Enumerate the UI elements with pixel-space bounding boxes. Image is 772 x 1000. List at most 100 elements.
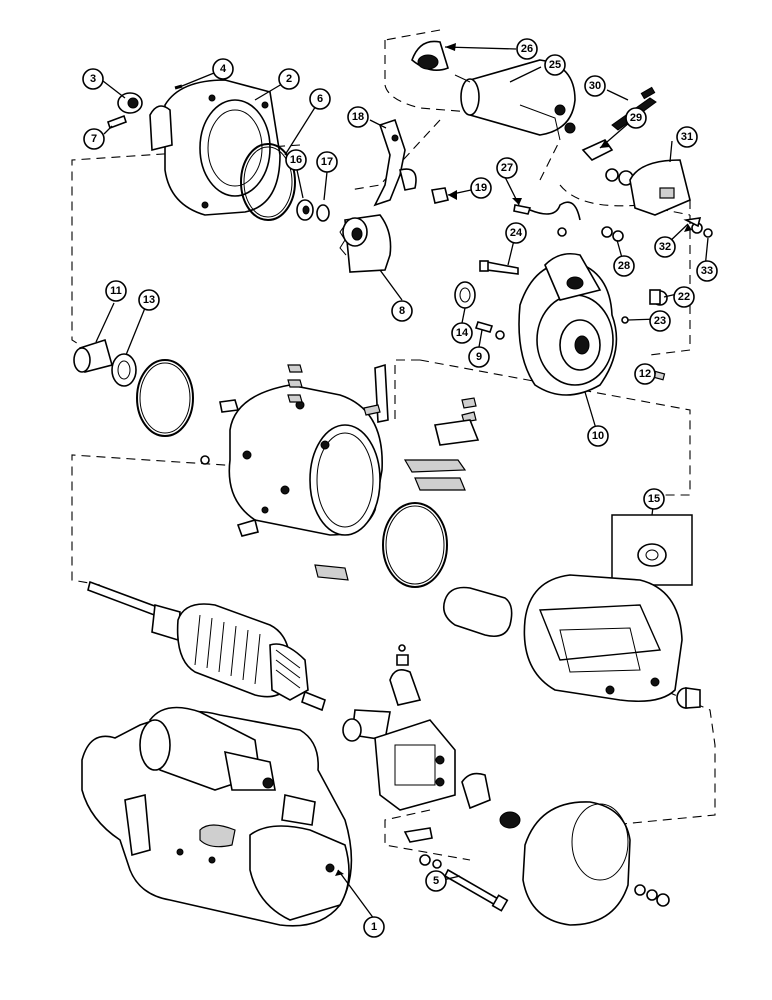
brush-holder-assembly [342, 644, 456, 811]
callout-25: 25 [544, 54, 566, 76]
callout-22: 22 [673, 286, 695, 308]
part-28-nuts [601, 226, 624, 242]
part-32-33-hardware [683, 217, 713, 238]
callout-label: 23 [654, 315, 666, 327]
callout-label: 17 [321, 156, 333, 168]
callout-15: 15 [643, 488, 665, 510]
callout-16: 16 [285, 149, 307, 171]
callout-label: 25 [549, 59, 561, 71]
part-2-drive-end-housing [149, 79, 281, 216]
part-26-boot [411, 40, 449, 71]
callout-18: 18 [347, 106, 369, 128]
callout-label: 24 [510, 227, 523, 239]
bushing-right [676, 687, 701, 709]
part-15-inset [611, 514, 693, 586]
part-17-snap-ring [316, 204, 330, 222]
callout-32: 32 [654, 236, 676, 258]
callout-29: 29 [625, 107, 647, 129]
callout-label: 10 [592, 430, 604, 442]
callout-label: 27 [501, 162, 513, 174]
callout-26: 26 [516, 38, 538, 60]
callout-label: 1 [371, 921, 377, 933]
callout-31: 31 [676, 126, 698, 148]
part-7-screw [106, 114, 128, 130]
part-31-cover [629, 159, 691, 216]
callout-10: 10 [587, 425, 609, 447]
callout-13: 13 [138, 289, 160, 311]
callout-8: 8 [391, 300, 413, 322]
callout-label: 16 [290, 154, 302, 166]
callout-label: 6 [317, 93, 323, 105]
part-11-bushing [73, 338, 113, 373]
part-10-commutator-end-housing [518, 252, 618, 396]
callout-6: 6 [309, 88, 331, 110]
part-25-solenoid [454, 59, 576, 141]
callout-1: 1 [363, 916, 385, 938]
callout-5: 5 [425, 870, 447, 892]
callout-label: 13 [143, 294, 155, 306]
callout-label: 22 [678, 291, 690, 303]
callout-label: 12 [639, 368, 651, 380]
part-5-through-bolt [443, 868, 509, 912]
callout-9: 9 [468, 346, 490, 368]
callout-27: 27 [496, 157, 518, 179]
commutator-bushing [461, 772, 521, 829]
callout-label: 8 [399, 305, 405, 317]
callout-label: 14 [456, 327, 469, 339]
callout-3: 3 [82, 68, 104, 90]
callout-label: 3 [90, 73, 96, 85]
callout-label: 18 [352, 111, 364, 123]
callout-label: 7 [91, 133, 97, 145]
callout-label: 32 [659, 241, 671, 253]
part-4-pin [174, 84, 183, 90]
part-1-starter-assembly [81, 706, 353, 927]
callout-label: 31 [681, 131, 693, 143]
callout-4: 4 [212, 58, 234, 80]
callout-33: 33 [696, 260, 718, 282]
callout-12: 12 [634, 363, 656, 385]
part-22-terminal [649, 289, 668, 306]
leader-lines [95, 43, 709, 928]
callout-17: 17 [316, 151, 338, 173]
part-9-screw [474, 321, 505, 340]
callout-label: 11 [110, 285, 122, 297]
field-coil-assembly [523, 574, 683, 703]
part-6-o-ring [240, 143, 296, 221]
part-16-collar [296, 199, 314, 221]
field-frame-housing [228, 384, 383, 536]
part-23-washer [621, 316, 629, 324]
o-ring-left [136, 359, 194, 437]
part-18-shift-lever [373, 118, 417, 207]
callout-7: 7 [83, 128, 105, 150]
callout-label: 33 [701, 265, 713, 277]
callout-11: 11 [105, 280, 127, 302]
callout-label: 26 [521, 43, 533, 55]
callout-label: 28 [618, 260, 630, 272]
callout-label: 9 [476, 351, 482, 363]
part-24-bolt [479, 260, 519, 275]
callout-30: 30 [584, 75, 606, 97]
o-ring-mid [382, 502, 448, 588]
callout-label: 4 [220, 63, 227, 75]
armature [87, 580, 326, 712]
end-cap-hardware [634, 884, 670, 907]
callout-label: 29 [630, 112, 642, 124]
callout-19: 19 [470, 177, 492, 199]
part-13-seal [111, 353, 137, 387]
part-14-washer [454, 281, 476, 309]
callout-24: 24 [505, 222, 527, 244]
callout-2: 2 [278, 68, 300, 90]
brush-bracket [403, 827, 442, 869]
part-19-clip [431, 187, 449, 204]
callout-23: 23 [649, 310, 671, 332]
callout-label: 30 [589, 80, 601, 92]
insulator-plate [442, 586, 513, 638]
callout-label: 19 [475, 182, 487, 194]
end-cap [522, 801, 631, 926]
part-27-connector-cable [513, 201, 581, 237]
field-frame-small-parts [200, 363, 480, 581]
callout-label: 2 [286, 73, 292, 85]
part-8-drive-assembly [339, 214, 392, 273]
callout-label: 15 [648, 493, 660, 505]
